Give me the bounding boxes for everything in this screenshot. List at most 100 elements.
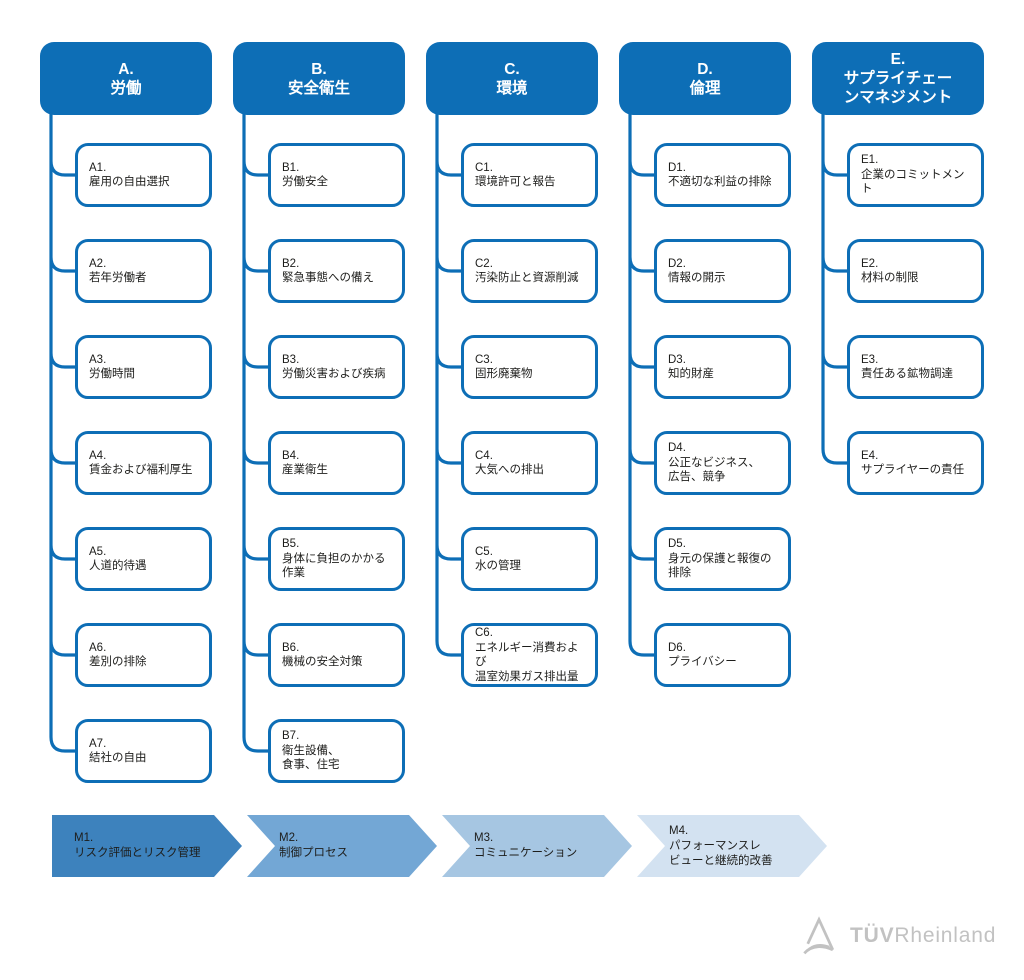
item-label-C1: 環境許可と報告 bbox=[475, 176, 556, 188]
item-box-B5: B5. 身体に負担のかかる作業 bbox=[268, 527, 405, 591]
logo-tuv-text: TÜV bbox=[850, 924, 895, 947]
category-column-D: D. 倫理 D1. 不適切な利益の排除 D2. 情報の開示 D3. 知的財産 D… bbox=[619, 42, 791, 787]
item-code-A7: A7. bbox=[89, 737, 107, 750]
process-arrow-M3: M3. コミュニケーション bbox=[442, 815, 632, 877]
process-arrow-M4: M4. パフォーマンスレ ビューと継続的改善 bbox=[637, 815, 827, 877]
item-label-D1: 不適切な利益の排除 bbox=[668, 176, 772, 188]
item-label-E4: サプライヤーの責任 bbox=[861, 464, 965, 476]
item-code-C2: C2. bbox=[475, 257, 493, 270]
item-label-E2: 材料の制限 bbox=[861, 272, 919, 284]
item-code-E2: E2. bbox=[861, 257, 879, 270]
process-arrow-label-M1: リスク評価とリスク管理 bbox=[74, 847, 201, 859]
category-header-B: B. 安全衛生 bbox=[233, 42, 405, 115]
item-box-A3: A3. 労働時間 bbox=[75, 335, 212, 399]
category-column-A: A. 労働 A1. 雇用の自由選択 A2. 若年労働者 A3. 労働時間 A4.… bbox=[40, 42, 212, 787]
item-label-C5: 水の管理 bbox=[475, 560, 521, 572]
item-code-C1: C1. bbox=[475, 161, 493, 174]
item-box-C1: C1. 環境許可と報告 bbox=[461, 143, 598, 207]
item-label-B1: 労働安全 bbox=[282, 176, 328, 188]
process-arrow-code-M4: M4. bbox=[669, 824, 689, 837]
item-label-C3: 固形廃棄物 bbox=[475, 368, 533, 380]
item-box-A7: A7. 結社の自由 bbox=[75, 719, 212, 783]
item-label-D5: 身元の保護と報復の排除 bbox=[668, 552, 772, 580]
category-title-D: D. 倫理 bbox=[689, 60, 721, 97]
process-arrow-label-M3: コミュニケーション bbox=[474, 847, 578, 859]
item-code-D1: D1. bbox=[668, 161, 686, 174]
item-code-D4: D4. bbox=[668, 442, 686, 455]
item-box-A1: A1. 雇用の自由選択 bbox=[75, 143, 212, 207]
item-box-A4: A4. 賃金および福利厚生 bbox=[75, 431, 212, 495]
category-header-C: C. 環境 bbox=[426, 42, 598, 115]
item-label-B6: 機械の安全対策 bbox=[282, 656, 363, 668]
item-code-C4: C4. bbox=[475, 449, 493, 462]
category-header-E: E. サプライチェー ンマネジメント bbox=[812, 42, 984, 115]
item-label-B7: 衛生設備、 食事、住宅 bbox=[282, 744, 340, 772]
item-label-A4: 賃金および福利厚生 bbox=[89, 464, 193, 476]
item-box-B6: B6. 機械の安全対策 bbox=[268, 623, 405, 687]
logo-rheinland-text: Rheinland bbox=[894, 924, 997, 947]
process-arrow-label-M2: 制御プロセス bbox=[279, 847, 348, 859]
tuv-rheinland-logo: TÜVRheinland bbox=[800, 908, 1000, 964]
item-code-B7: B7. bbox=[282, 730, 300, 743]
category-header-D: D. 倫理 bbox=[619, 42, 791, 115]
item-label-D2: 情報の開示 bbox=[668, 272, 726, 284]
item-box-B2: B2. 緊急事態への備え bbox=[268, 239, 405, 303]
item-code-A3: A3. bbox=[89, 353, 107, 366]
item-label-C6: エネルギー消費および 温室効果ガス排出量 bbox=[475, 641, 579, 683]
item-label-D6: プライバシー bbox=[668, 656, 737, 668]
item-label-A6: 差別の排除 bbox=[89, 656, 147, 668]
item-label-E3: 責任ある鉱物調達 bbox=[861, 368, 953, 380]
process-arrow-M2: M2. 制御プロセス bbox=[247, 815, 437, 877]
category-title-B: B. 安全衛生 bbox=[287, 60, 350, 97]
item-box-D6: D6. プライバシー bbox=[654, 623, 791, 687]
item-box-B1: B1. 労働安全 bbox=[268, 143, 405, 207]
item-box-E2: E2. 材料の制限 bbox=[847, 239, 984, 303]
item-code-B2: B2. bbox=[282, 257, 300, 270]
item-box-B4: B4. 産業衛生 bbox=[268, 431, 405, 495]
item-box-E4: E4. サプライヤーの責任 bbox=[847, 431, 984, 495]
process-arrow-code-M1: M1. bbox=[74, 832, 94, 844]
item-label-B4: 産業衛生 bbox=[282, 464, 328, 476]
item-code-D3: D3. bbox=[668, 353, 686, 366]
process-arrow-code-M3: M3. bbox=[474, 832, 494, 844]
item-box-D5: D5. 身元の保護と報復の排除 bbox=[654, 527, 791, 591]
category-column-E: E. サプライチェー ンマネジメント E1. 企業のコミットメント E2. 材料… bbox=[812, 42, 984, 787]
category-column-B: B. 安全衛生 B1. 労働安全 B2. 緊急事態への備え B3. 労働災害およ… bbox=[233, 42, 405, 787]
item-code-D2: D2. bbox=[668, 257, 686, 270]
item-box-E3: E3. 責任ある鉱物調達 bbox=[847, 335, 984, 399]
category-header-A: A. 労働 bbox=[40, 42, 212, 115]
process-arrow-label-M4: パフォーマンスレ ビューと継続的改善 bbox=[669, 839, 773, 867]
category-title-C: C. 環境 bbox=[496, 60, 528, 97]
item-box-B7: B7. 衛生設備、 食事、住宅 bbox=[268, 719, 405, 783]
item-code-E4: E4. bbox=[861, 449, 879, 462]
item-box-E1: E1. 企業のコミットメント bbox=[847, 143, 984, 207]
category-column-C: C. 環境 C1. 環境許可と報告 C2. 汚染防止と資源削減 C3. 固形廃棄… bbox=[426, 42, 598, 787]
item-box-A5: A5. 人道的待遇 bbox=[75, 527, 212, 591]
process-arrow-M1: M1. リスク評価とリスク管理 bbox=[52, 815, 242, 877]
item-label-B5: 身体に負担のかかる作業 bbox=[282, 552, 386, 580]
item-code-A6: A6. bbox=[89, 641, 107, 654]
item-code-B3: B3. bbox=[282, 353, 300, 366]
item-box-A2: A2. 若年労働者 bbox=[75, 239, 212, 303]
item-box-C5: C5. 水の管理 bbox=[461, 527, 598, 591]
item-code-B5: B5. bbox=[282, 538, 300, 551]
item-code-E3: E3. bbox=[861, 353, 879, 366]
item-code-C6: C6. bbox=[475, 627, 493, 639]
item-code-A2: A2. bbox=[89, 257, 107, 270]
item-label-D4: 公正なビジネス、 広告、競争 bbox=[668, 456, 760, 484]
item-code-A1: A1. bbox=[89, 161, 107, 174]
item-code-D6: D6. bbox=[668, 641, 686, 654]
item-label-A7: 結社の自由 bbox=[89, 752, 147, 764]
item-box-B3: B3. 労働災害および疾病 bbox=[268, 335, 405, 399]
item-label-A2: 若年労働者 bbox=[89, 272, 147, 284]
item-code-C3: C3. bbox=[475, 353, 493, 366]
item-box-C3: C3. 固形廃棄物 bbox=[461, 335, 598, 399]
item-label-C2: 汚染防止と資源削減 bbox=[475, 272, 579, 284]
item-code-E1: E1. bbox=[861, 154, 879, 167]
item-label-A1: 雇用の自由選択 bbox=[89, 176, 170, 188]
item-code-B4: B4. bbox=[282, 449, 300, 462]
item-label-A3: 労働時間 bbox=[89, 368, 135, 380]
item-box-D1: D1. 不適切な利益の排除 bbox=[654, 143, 791, 207]
process-arrow-code-M2: M2. bbox=[279, 832, 299, 844]
